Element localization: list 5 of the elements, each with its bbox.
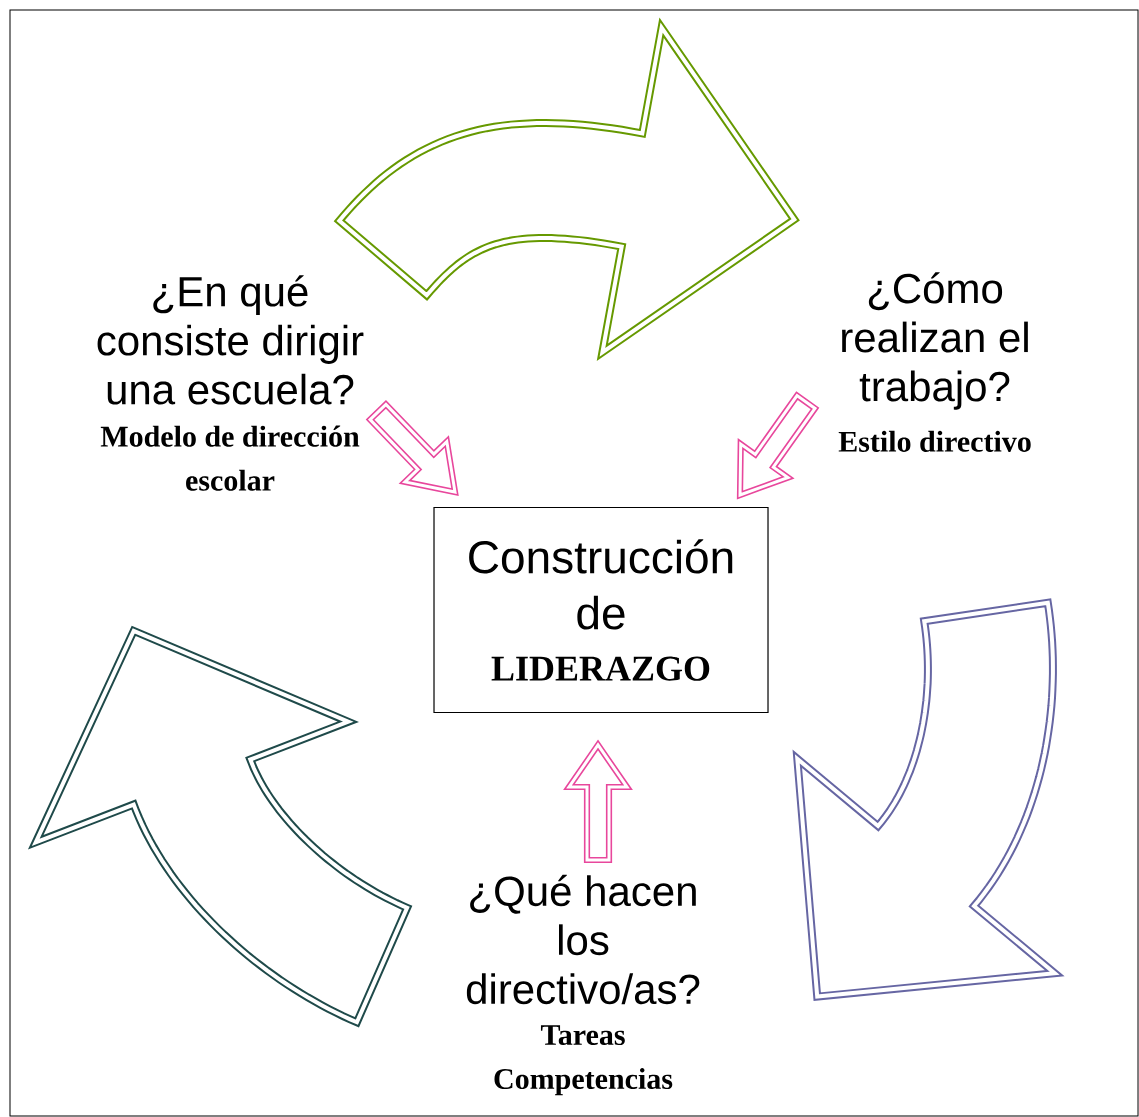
question-text: ¿Cómo realizan el trabajo? Estilo directivo	[838, 272, 1031, 452]
question-text: ¿En qué consiste dirigir una escuela? Modelo de dirección escolar	[97, 275, 364, 491]
block-arrow	[563, 739, 633, 864]
question-text: ¿Qué hacen los directivo/as? Tareas Competencias	[466, 874, 700, 1096]
concept-box: Construcción de LIDERAZGO	[433, 506, 769, 714]
